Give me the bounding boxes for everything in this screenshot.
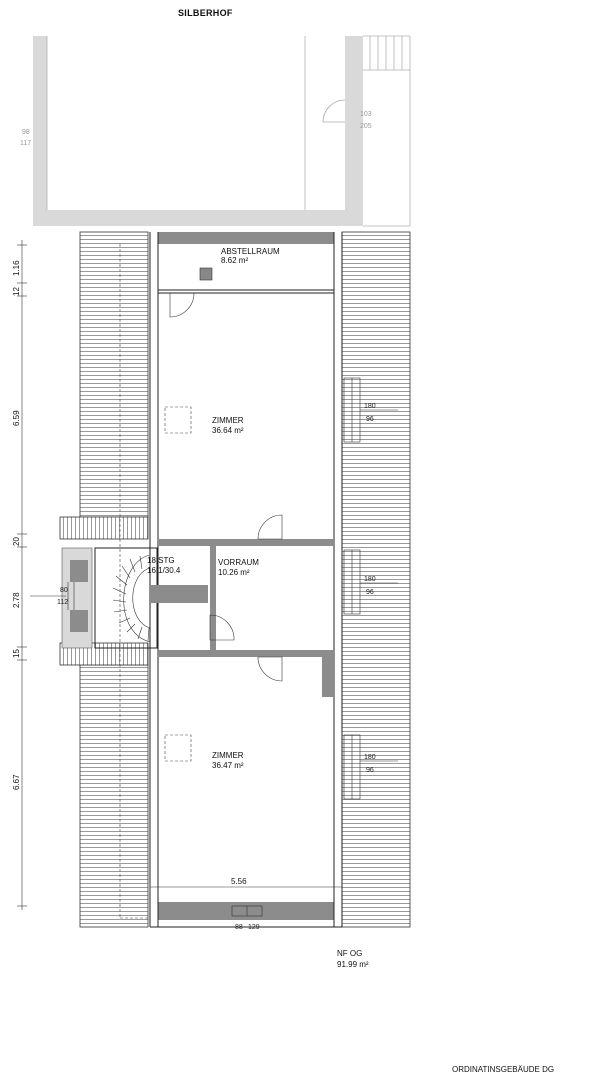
bottom-window-w: 88 xyxy=(235,924,243,931)
room-zimmer-top-name: ZIMMER xyxy=(212,416,244,425)
dim-12: 12 xyxy=(12,287,21,296)
right-window-1-h: 96 xyxy=(366,416,374,423)
right-window-1-w: 180 xyxy=(364,403,376,410)
dim-2-78: 2.78 xyxy=(12,592,21,608)
summary-value: 91.99 m² xyxy=(337,960,369,969)
right-window-2-h: 96 xyxy=(366,589,374,596)
upper-grey-dim-left-h: 117 xyxy=(20,140,31,147)
upper-stair-hatch xyxy=(369,36,403,70)
width-dimension: 5.56 xyxy=(149,877,343,892)
left-dimension-chain: 1.16 12 6.59 20 2.78 15 6.67 80 112 xyxy=(12,240,68,910)
bottom-window-h: 129 xyxy=(248,924,260,931)
dashed-references xyxy=(119,244,192,919)
main-walls xyxy=(149,232,343,928)
room-zimmer-top-area: 36.64 m² xyxy=(212,426,244,435)
staircase xyxy=(61,547,208,649)
left-window-h: 112 xyxy=(57,599,68,606)
stair-ratio: 16.1/30.4 xyxy=(147,566,181,575)
stair-steps: 18 STG xyxy=(147,556,175,565)
room-labels: ABSTELLRAUM 8.62 m² ZIMMER 36.64 m² VORR… xyxy=(147,247,280,770)
right-window-3-h: 96 xyxy=(366,767,374,774)
room-zimmer-bottom-name: ZIMMER xyxy=(212,751,244,760)
roof-hatch xyxy=(59,231,411,928)
room-abstellraum-area: 8.62 m² xyxy=(221,256,248,265)
room-abstellraum-name: ABSTELLRAUM xyxy=(221,247,280,256)
upper-grey-dim-right-w: 103 xyxy=(360,111,372,118)
adjacent-building: 98 117 103 205 xyxy=(20,35,411,227)
plan-title: ORDINATINSGEBÄUDE DG xyxy=(452,1065,554,1074)
room-zimmer-bottom-area: 36.47 m² xyxy=(212,761,244,770)
width-dim-label: 5.56 xyxy=(231,877,247,886)
dim-15: 15 xyxy=(12,649,21,658)
right-window-3-w: 180 xyxy=(364,754,376,761)
room-vorraum-name: VORRAUM xyxy=(218,558,259,567)
left-window-w: 80 xyxy=(60,587,68,594)
bottom-window: 88 129 xyxy=(231,905,263,931)
doors xyxy=(169,292,283,682)
dim-6-59: 6.59 xyxy=(12,410,21,426)
right-window-dims: 180 96 180 96 180 96 xyxy=(360,403,398,774)
upper-grey-dim-left-w: 98 xyxy=(22,129,30,136)
area-summary: NF OG 91.99 m² xyxy=(337,949,369,969)
summary-label: NF OG xyxy=(337,949,362,958)
dim-20: 20 xyxy=(12,537,21,546)
dim-1-16: 1.16 xyxy=(12,260,21,276)
room-vorraum-area: 10.26 m² xyxy=(218,568,250,577)
right-window-2-w: 180 xyxy=(364,576,376,583)
upper-grey-dim-right-h: 205 xyxy=(360,123,372,130)
building-name: SILBERHOF xyxy=(178,8,233,18)
dim-6-67: 6.67 xyxy=(12,774,21,790)
